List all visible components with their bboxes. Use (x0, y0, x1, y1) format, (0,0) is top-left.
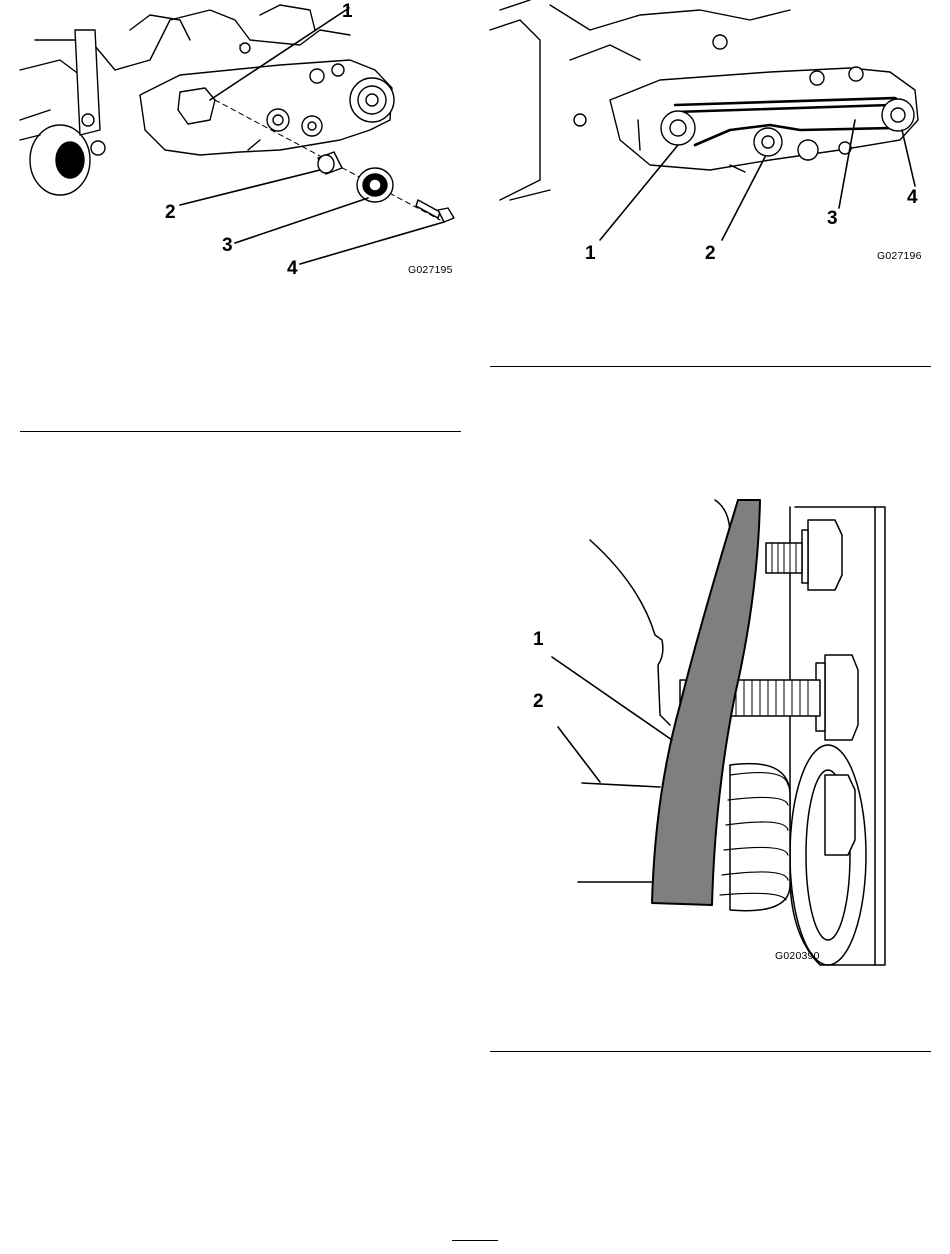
callout-4: 4 (907, 188, 918, 207)
page-number-rule (452, 1240, 498, 1241)
figure-exploded-idler-drawing (20, 0, 470, 290)
divider (490, 1051, 931, 1052)
figure-belt-detail: 1 2 G020390 (490, 495, 930, 975)
divider (20, 431, 461, 432)
callout-1: 1 (585, 244, 596, 263)
callout-3: 3 (222, 236, 233, 255)
figure-belt-installed: 1 2 3 4 G027196 (490, 0, 940, 290)
figure-id: G027196 (877, 250, 922, 262)
divider (490, 366, 931, 367)
figure-exploded-idler: 1 2 3 4 G027195 (20, 0, 470, 290)
figure-id: G020390 (775, 950, 820, 962)
figure-belt-detail-drawing (490, 495, 930, 975)
callout-2: 2 (165, 203, 176, 222)
callout-4: 4 (287, 259, 298, 278)
callout-1: 1 (533, 630, 544, 649)
callout-3: 3 (827, 209, 838, 228)
figure-id: G027195 (408, 264, 453, 276)
callout-2: 2 (705, 244, 716, 263)
callout-2: 2 (533, 692, 544, 711)
callout-1: 1 (342, 2, 353, 21)
